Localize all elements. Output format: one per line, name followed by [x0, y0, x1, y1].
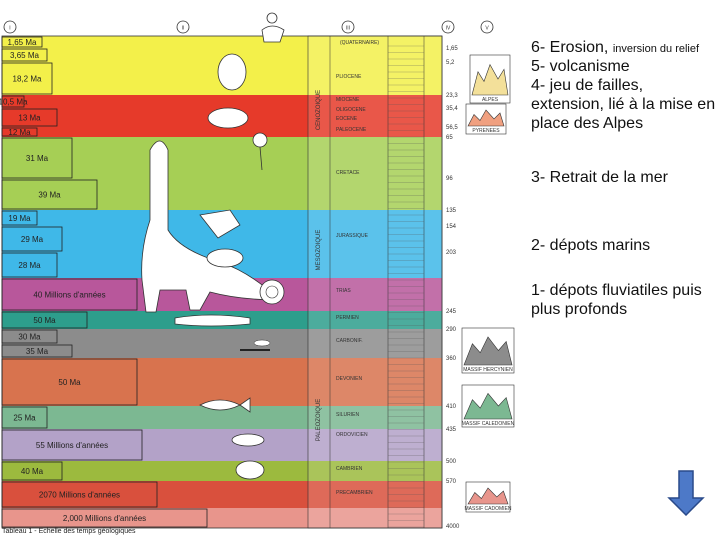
epoch-label: DEVONIEN	[336, 376, 363, 382]
age-box-label: 13 Ma	[18, 114, 41, 123]
note-volcanism: 5- volcanisme	[531, 57, 630, 76]
reptile-icon	[175, 315, 250, 326]
mountain-label: ALPES	[482, 97, 499, 103]
age-box-label: 19 Ma	[8, 214, 31, 223]
age-box-label: 1,65 Ma	[8, 38, 37, 47]
epoch-label: PALEOCENE	[336, 127, 367, 133]
ammonite-icon	[260, 280, 284, 304]
ma-tick-label: 5,2	[446, 60, 455, 66]
ma-tick-label: 56,5	[446, 125, 458, 131]
epoch-label: PERMIEN	[336, 315, 359, 321]
mountain-label: MASSIF HERCYNIEN	[463, 367, 513, 373]
era-label: MESOZOIQUE	[316, 230, 322, 271]
strat-table-frame	[308, 36, 442, 528]
age-box-label: 28 Ma	[18, 261, 41, 270]
note-marine-deposits: 2- dépots marins	[531, 236, 650, 255]
epoch-label: ORDOVICIEN	[336, 432, 368, 438]
age-box-label: 40 Millions d'années	[33, 291, 105, 300]
ma-tick-label: 23,3	[446, 93, 458, 99]
epoch-label: PRECAMBRIEN	[336, 490, 373, 496]
age-box-label: 10,5 Ma	[0, 98, 28, 107]
ma-tick-label: 35,4	[446, 106, 458, 112]
ma-tick-label: 500	[446, 459, 457, 465]
epoch-label: JURASSIQUE	[336, 233, 369, 239]
amphibian-icon	[232, 434, 264, 446]
ma-tick-label: 135	[446, 208, 457, 214]
note-erosion: 6- Erosion, inversion du relief	[531, 38, 699, 59]
epoch-label: PLIOCENE	[336, 74, 362, 80]
mountain-label: MASSIF CALEDONIEN	[462, 421, 515, 427]
age-box-label: 3,65 Ma	[10, 51, 39, 60]
ma-tick-label: 203	[446, 250, 457, 256]
column-header-label: I	[9, 26, 10, 32]
note-sea-retreat: 3- Retrait de la mer	[531, 168, 668, 187]
quaternary-header: (QUATERNAIRE)	[340, 40, 379, 46]
mountain-sketches: ALPES PYRENEES MASSIF HERCYNIEN MASSIF CALE…	[462, 55, 515, 512]
ma-tick-label: 290	[446, 327, 457, 333]
ma-tick-label: 4000	[446, 524, 460, 530]
ma-tick-label: 1,65	[446, 46, 458, 52]
trilobite-icon	[236, 461, 264, 479]
flower-icon	[253, 133, 267, 147]
age-box-label: 40 Ma	[21, 467, 44, 476]
age-box-label: 30 Ma	[18, 333, 41, 342]
small-mammal-icon	[207, 249, 243, 267]
age-box-label: 55 Millions d'années	[36, 441, 108, 450]
human-figure-body-icon	[262, 26, 284, 42]
epoch-label: CRETACE	[336, 170, 360, 176]
mountain-label: MASSIF CADOMIEN	[465, 506, 512, 512]
era-label: CENOZOIQUE	[316, 90, 322, 130]
epoch-label: CAMBRIEN	[336, 466, 363, 472]
epoch-label: OLIGOCENE	[336, 107, 366, 113]
age-box-label: 2,000 Millions d'années	[63, 514, 146, 523]
age-box-label: 50 Ma	[58, 378, 81, 387]
epoch-label: CARBONIF.	[336, 338, 363, 344]
ma-tick-label: 410	[446, 404, 457, 410]
column-header-label: IV	[446, 26, 451, 32]
era-label: PALEOZOIQUE	[316, 399, 322, 442]
age-box-label: 18,2 Ma	[13, 75, 42, 84]
epoch-label: SILURIEN	[336, 412, 359, 418]
ma-tick-label: 570	[446, 479, 457, 485]
age-box-label: 50 Ma	[33, 316, 56, 325]
age-box-label: 35 Ma	[26, 347, 49, 356]
epoch-label: MIOCENE	[336, 97, 360, 103]
geologic-time-chart: IIIIIIIVV 1,65 Ma3,65 Ma18,2 Ma10,5 Ma13…	[0, 0, 520, 540]
note-faults: 4- jeu de failles, extension, lié à la m…	[531, 76, 720, 133]
column-header-label: II	[182, 26, 185, 32]
down-arrow-icon[interactable]	[665, 470, 707, 516]
mountain-label: PYRENEES	[472, 128, 500, 134]
column-header-label: III	[346, 26, 350, 32]
dragonfly-wing	[254, 340, 270, 346]
figure-caption: Tableau 1 - Echelle des temps géologique…	[2, 528, 135, 535]
column-headers: IIIIIIIVV	[4, 21, 493, 33]
ma-tick-label: 65	[446, 135, 453, 141]
primate-icon	[218, 54, 246, 90]
ma-tick-label: 435	[446, 427, 457, 433]
epoch-label: TRIAS	[336, 288, 351, 294]
ma-tick-label: 245	[446, 309, 457, 315]
epoch-label: EOCENE	[336, 116, 358, 122]
ma-tick-label: 96	[446, 176, 453, 182]
mammal-icon	[208, 108, 248, 128]
age-box-label: 29 Ma	[21, 235, 44, 244]
ma-tick-label: 360	[446, 356, 457, 362]
age-box-label: 12 Ma	[8, 128, 31, 137]
stratigraphy-table: (QUATERNAIRE) PLIOCENE MIOCENE OLIGOCENE EOC…	[308, 36, 460, 530]
age-box-label: 2070 Millions d'années	[39, 491, 120, 500]
age-box-label: 39 Ma	[38, 191, 61, 200]
age-box-label: 25 Ma	[13, 414, 36, 423]
age-box-label: 31 Ma	[26, 154, 49, 163]
ma-tick-label: 154	[446, 224, 457, 230]
human-figure-icon	[267, 13, 277, 23]
note-fluvial-deposits: 1- dépots fluviatiles puis plus profonds	[531, 281, 720, 319]
